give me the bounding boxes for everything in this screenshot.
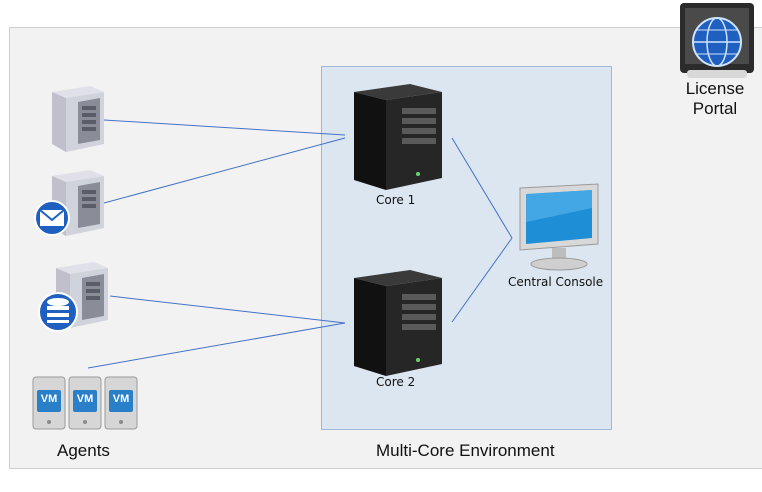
connector-agent1-core1 bbox=[103, 119, 346, 136]
license-portal-line1: License bbox=[685, 79, 745, 98]
vm-badge-1: VM bbox=[40, 393, 58, 405]
monitor-icon bbox=[519, 183, 599, 271]
connector-core1-console bbox=[451, 137, 513, 239]
agent-server-icon bbox=[52, 86, 104, 152]
connector-core2-console bbox=[451, 237, 513, 323]
core1-label: Core 1 bbox=[376, 193, 416, 207]
vm-icon-group bbox=[32, 376, 138, 430]
core2-label: Core 2 bbox=[376, 375, 416, 389]
agents-label: Agents bbox=[57, 441, 110, 460]
connector-agent3-core2 bbox=[109, 295, 346, 324]
license-portal-line2: Portal bbox=[692, 99, 738, 118]
connector-agent2-core1 bbox=[103, 137, 346, 204]
core2-server-icon bbox=[354, 270, 442, 376]
vm-badge-2: VM bbox=[76, 393, 94, 405]
agent-database-server-icon bbox=[38, 262, 108, 332]
vm-badge-3: VM bbox=[112, 393, 130, 405]
console-label: Central Console bbox=[508, 275, 604, 289]
core1-server-icon bbox=[354, 84, 442, 190]
license-portal-label: License Portal bbox=[681, 79, 749, 119]
agent-mail-server-icon bbox=[34, 170, 104, 236]
connector-agent4-core2 bbox=[87, 322, 346, 369]
multi-core-environment-label: Multi-Core Environment bbox=[376, 441, 555, 460]
globe-monitor-icon bbox=[680, 3, 754, 78]
agent-vm-group: VM VM VM bbox=[32, 376, 138, 432]
